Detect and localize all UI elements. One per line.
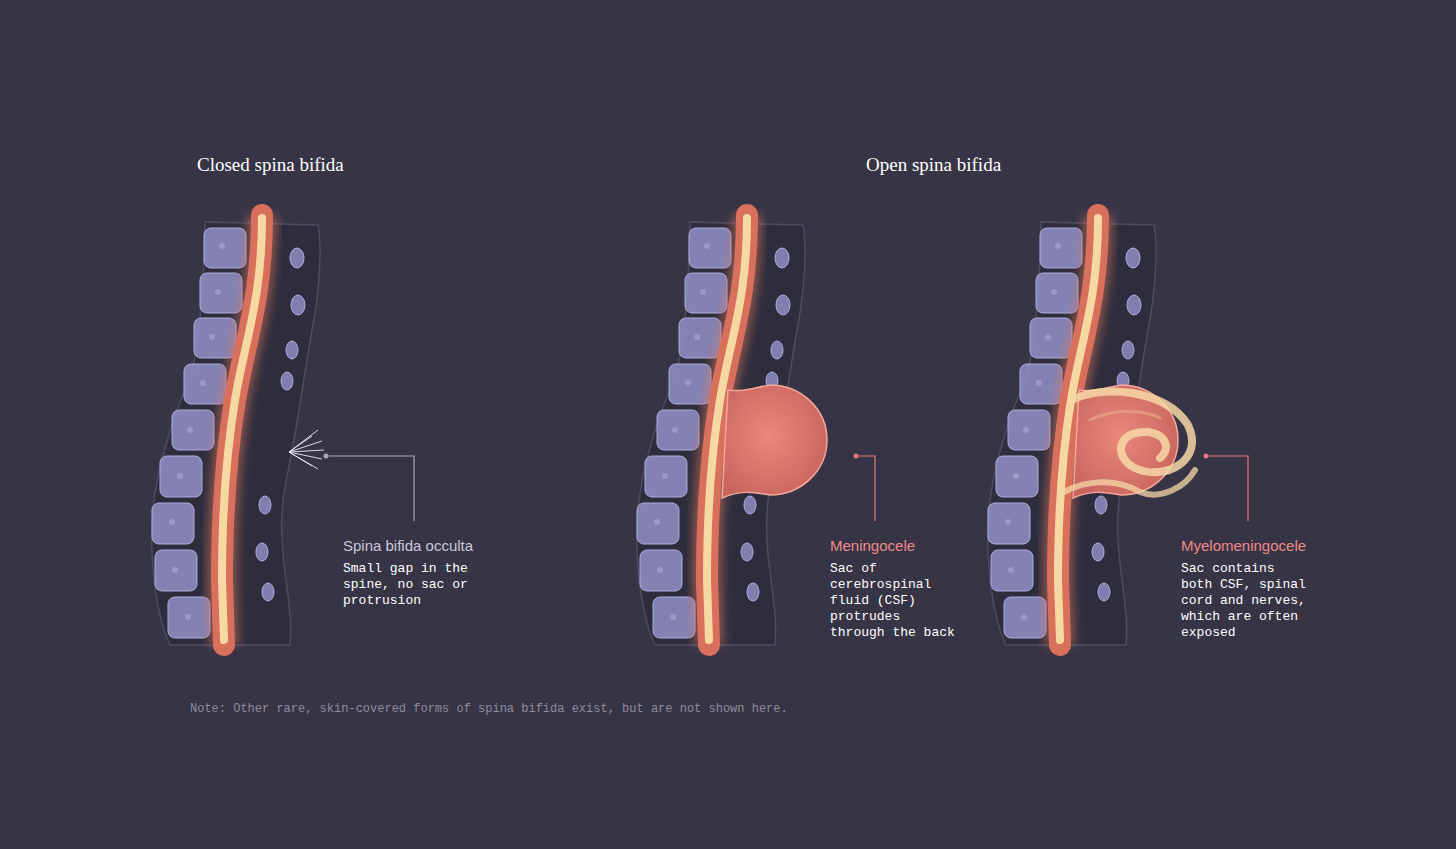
- exposed-cord: [1064, 392, 1195, 495]
- leader-line-myelomeningocele: [1204, 454, 1249, 522]
- exposed-cord-part: [1072, 392, 1192, 473]
- hair-tuft-part: [289, 452, 318, 469]
- type-name: Meningocele: [830, 537, 915, 555]
- section-heading: Closed spina bifida: [197, 153, 344, 177]
- spine-closed: [152, 215, 320, 645]
- leader-line-occulta: [324, 454, 415, 522]
- hair-tuft-part: [289, 452, 312, 466]
- type-name: Myelomeningocele: [1181, 537, 1306, 555]
- hair-tuft-part: [289, 450, 324, 452]
- leader-line-myelomeningocele-part: [1204, 454, 1209, 459]
- leader-line-meningocele-part: [859, 456, 875, 521]
- hair-tuft: [289, 430, 324, 469]
- section-heading: Open spina bifida: [866, 153, 1001, 177]
- meningocele-sac: [722, 385, 827, 498]
- type-description: Small gap in the spine, no sac or protru…: [343, 561, 473, 609]
- leader-line-occulta-part: [324, 454, 329, 459]
- footnote: Note: Other rare, skin-covered forms of …: [190, 702, 788, 717]
- hair-tuft-part: [289, 436, 312, 452]
- type-description: Sac of cerebrospinal fluid (CSF) protrud…: [830, 561, 960, 641]
- leader-line-meningocele: [854, 454, 876, 522]
- type-name: Spina bifida occulta: [343, 537, 473, 555]
- leader-line-meningocele-part: [854, 454, 859, 459]
- hair-tuft-part: [289, 430, 318, 452]
- leader-line-myelomeningocele-part: [1209, 456, 1248, 521]
- exposed-cord-part: [1090, 411, 1160, 420]
- exposed-cord-part: [1064, 470, 1195, 495]
- leader-line-occulta-part: [329, 456, 414, 521]
- type-description: Sac contains both CSF, spinal cord and n…: [1181, 561, 1311, 641]
